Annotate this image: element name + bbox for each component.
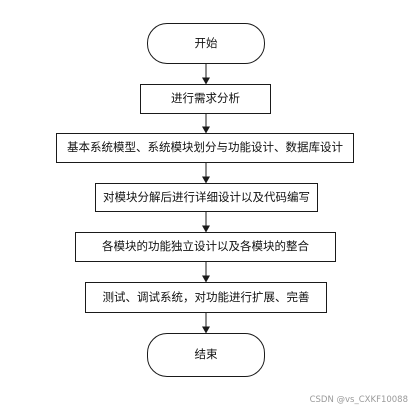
- step-label: 进行需求分析: [171, 91, 240, 106]
- step-label: 各模块的功能独立设计以及各模块的整合: [102, 239, 309, 254]
- step-module-integration: 各模块的功能独立设计以及各模块的整合: [75, 232, 336, 262]
- step-detailed-design-coding: 对模块分解后进行详细设计以及代码编写: [95, 183, 318, 212]
- start-terminal: 开始: [147, 23, 265, 64]
- watermark: CSDN @vs_CXKF10088: [309, 395, 408, 405]
- start-label: 开始: [194, 35, 218, 50]
- step-testing-debugging: 测试、调试系统，对功能进行扩展、完善: [85, 282, 327, 313]
- end-label: 结束: [194, 347, 218, 362]
- step-label: 对模块分解后进行详细设计以及代码编写: [103, 189, 310, 204]
- step-system-model-design: 基本系统模型、系统模块划分与功能设计、数据库设计: [56, 133, 354, 163]
- step-label: 测试、调试系统，对功能进行扩展、完善: [102, 289, 310, 304]
- step-label: 基本系统模型、系统模块划分与功能设计、数据库设计: [67, 140, 343, 155]
- step-requirements-analysis: 进行需求分析: [140, 84, 271, 114]
- end-terminal: 结束: [147, 333, 265, 377]
